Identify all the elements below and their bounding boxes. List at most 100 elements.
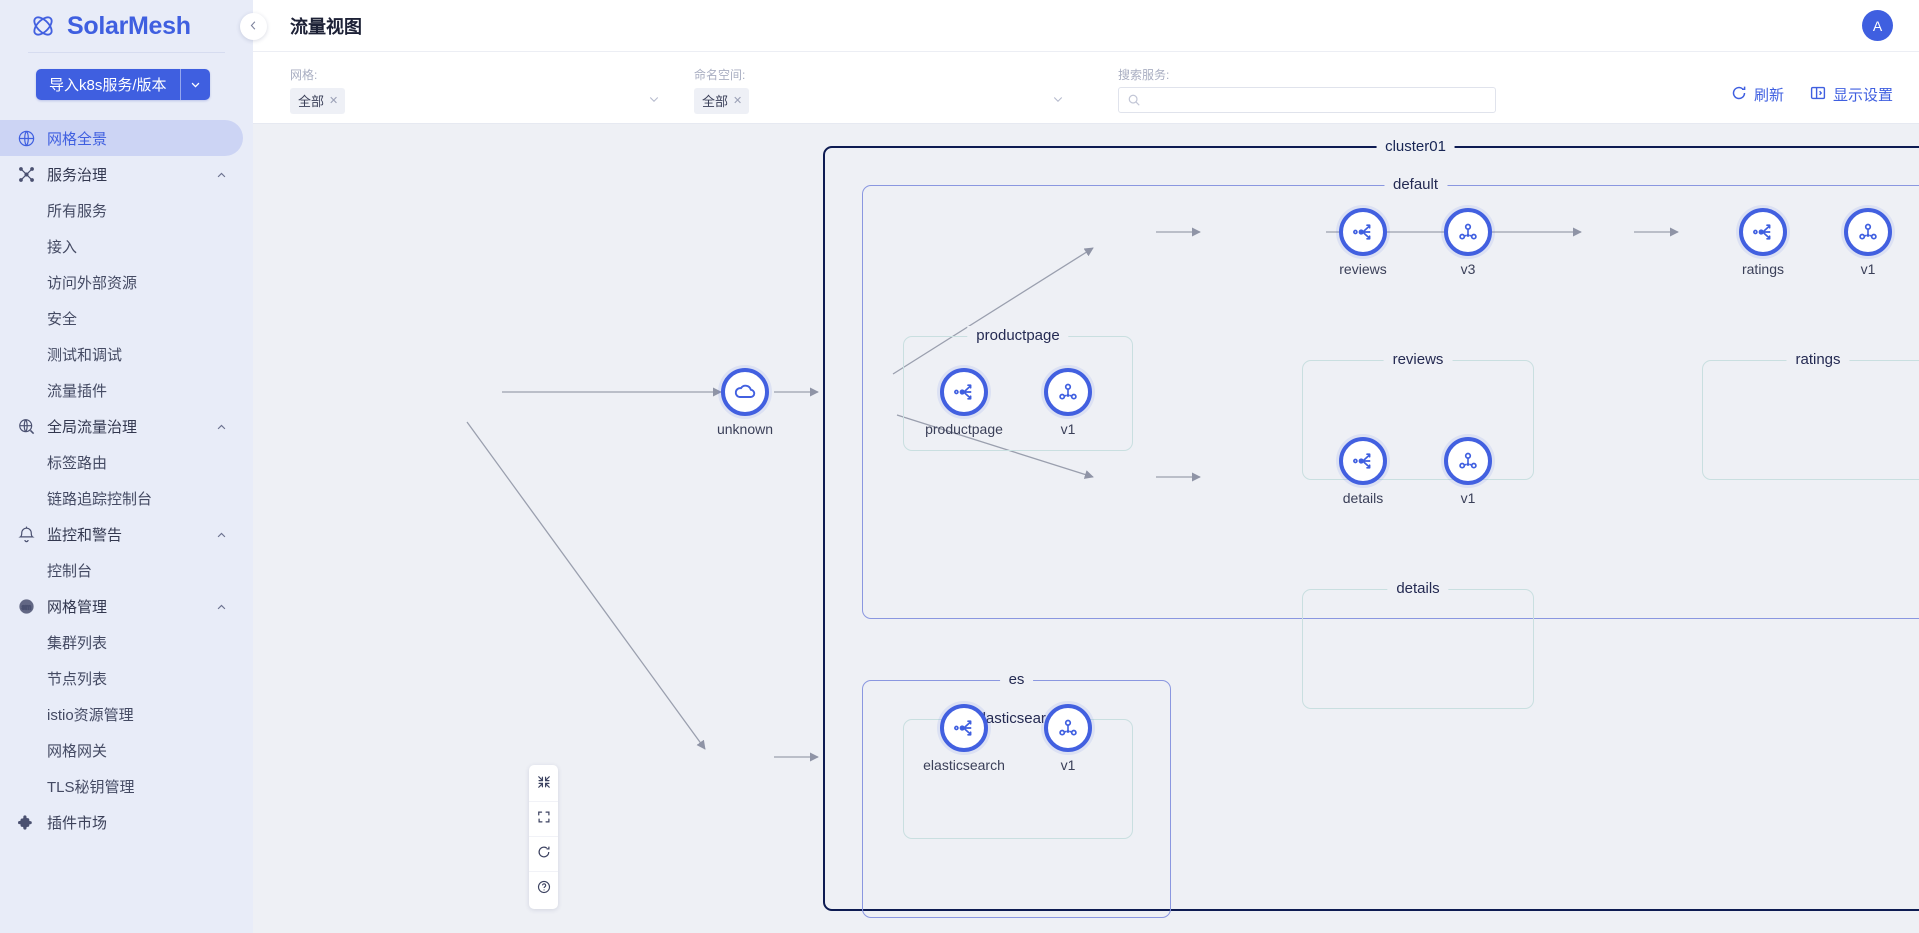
import-button-label: 导入k8s服务/版本 (49, 77, 167, 94)
node-label: elasticsearch (923, 757, 1005, 773)
sidebar-group-global-traffic[interactable]: 全局流量治理 (0, 408, 253, 444)
graph-edges (466, 227, 1679, 762)
chevron-up-icon[interactable] (216, 527, 227, 541)
node-label: productpage (925, 421, 1003, 437)
sidebar-item-label: 测试和调试 (47, 346, 123, 364)
sidebar-item-istio-resources[interactable]: istio资源管理 (0, 696, 253, 732)
sidebar-group-service-governance[interactable]: 服务治理 (0, 156, 253, 192)
namespace-box-es[interactable]: es (862, 670, 1171, 918)
refresh-button-label: 刷新 (1753, 87, 1784, 104)
sidebar-item-test-debug[interactable]: 测试和调试 (0, 336, 253, 372)
mesh-select[interactable]: 全部 ✕ (290, 87, 660, 114)
collapse-arrows-icon (537, 775, 551, 794)
namespace-box-default[interactable]: default (862, 175, 1919, 619)
display-settings-button[interactable]: 显示设置 (1810, 84, 1893, 105)
chevron-up-icon[interactable] (216, 167, 227, 181)
fullscreen-button[interactable] (529, 802, 558, 837)
page-title: 流量视图 (290, 16, 362, 37)
sidebar-item-node-list[interactable]: 节点列表 (0, 660, 253, 696)
chevron-down-icon[interactable] (648, 93, 660, 108)
search-filter-label: 搜索服务: (1118, 68, 1170, 82)
svg-text:sm: sm (22, 603, 32, 611)
topbar-right: A (1862, 10, 1893, 41)
node-circle[interactable] (1044, 368, 1092, 416)
sidebar-item-label: 标签路由 (47, 454, 108, 472)
sidebar-item-external-resources[interactable]: 访问外部资源 (0, 264, 253, 300)
node-circle[interactable] (940, 704, 988, 752)
service-box-details[interactable]: details (1302, 579, 1534, 709)
version-icon (1454, 218, 1482, 246)
fullscreen-icon (537, 810, 551, 829)
namespace-selected-value: 全部 (702, 93, 729, 109)
help-button[interactable] (529, 872, 558, 907)
search-input-wrap[interactable] (1118, 87, 1496, 113)
service-icon (950, 714, 978, 742)
mesh-selected-tag[interactable]: 全部 ✕ (290, 87, 346, 114)
sidebar-group-monitoring-alerts[interactable]: 监控和警告 (0, 516, 253, 552)
x-icon[interactable]: ✕ (329, 94, 339, 107)
avatar[interactable]: A (1862, 10, 1893, 41)
puzzle-icon (17, 813, 36, 832)
node-circle[interactable] (940, 368, 988, 416)
namespace-select[interactable]: 全部 ✕ (694, 87, 1064, 114)
chevron-down-icon[interactable] (1052, 93, 1064, 108)
sidebar-item-label: 流量插件 (47, 382, 108, 400)
sidebar-collapse-toggle[interactable] (240, 13, 267, 40)
sidebar-item-label: 网格网关 (47, 742, 108, 760)
service-box-elasticsearch[interactable]: elasticsearch (903, 709, 1133, 839)
sidebar-item-all-services[interactable]: 所有服务 (0, 192, 253, 228)
filter-bar: 网格: 全部 ✕ 命名空间: 全部 ✕ (253, 52, 1919, 124)
reload-graph-button[interactable] (529, 837, 558, 872)
node-circle[interactable] (1739, 208, 1787, 256)
sidebar-group-mesh-management[interactable]: sm 网格管理 (0, 588, 253, 624)
service-box-ratings[interactable]: ratings (1702, 350, 1919, 480)
service-box-reviews[interactable]: reviews (1302, 350, 1534, 480)
mesh-filter-label: 网格: (290, 68, 318, 82)
node-circle[interactable] (721, 368, 769, 416)
sidebar-divider (28, 52, 225, 53)
sidebar-item-security[interactable]: 安全 (0, 300, 253, 336)
cluster-box-cluster01[interactable]: cluster01 (823, 137, 1919, 911)
sidebar-item-label: 服务治理 (47, 166, 108, 184)
node-circle[interactable] (1339, 437, 1387, 485)
refresh-icon (1731, 85, 1747, 105)
sidebar-item-label: 安全 (47, 310, 78, 328)
node-circle[interactable] (1844, 208, 1892, 256)
sidebar-item-console[interactable]: 控制台 (0, 552, 253, 588)
node-circle[interactable] (1444, 437, 1492, 485)
search-input[interactable] (1147, 92, 1487, 108)
sidebar-item-tracing-console[interactable]: 链路追踪控制台 (0, 480, 253, 516)
chevron-up-icon[interactable] (216, 599, 227, 613)
service-mesh-icon (17, 165, 36, 184)
canvas-toolbar (529, 765, 558, 909)
sidebar-item-cluster-list[interactable]: 集群列表 (0, 624, 253, 660)
globe-icon (17, 129, 36, 148)
x-icon[interactable]: ✕ (733, 94, 743, 107)
node-circle[interactable] (1044, 704, 1092, 752)
service-icon (950, 378, 978, 406)
sidebar-item-label: 集群列表 (47, 634, 108, 652)
node-label: v3 (1460, 261, 1476, 277)
sidebar-item-traffic-plugins[interactable]: 流量插件 (0, 372, 253, 408)
sidebar-item-label: 网格全景 (47, 130, 108, 148)
refresh-icon (537, 845, 551, 864)
refresh-button[interactable]: 刷新 (1731, 84, 1784, 105)
sidebar-item-ingress[interactable]: 接入 (0, 228, 253, 264)
chevron-down-icon[interactable] (181, 69, 210, 100)
sidebar-item-label: 控制台 (47, 562, 93, 580)
chevron-up-icon[interactable] (216, 419, 227, 433)
node-circle[interactable] (1444, 208, 1492, 256)
sidebar-item-label-routing[interactable]: 标签路由 (0, 444, 253, 480)
namespace-selected-tag[interactable]: 全部 ✕ (694, 87, 750, 114)
sidebar-item-mesh-overview[interactable]: 网格全景 (0, 120, 243, 156)
sidebar-item-mesh-gateway[interactable]: 网格网关 (0, 732, 253, 768)
service-icon (1749, 218, 1777, 246)
node-circle[interactable] (1339, 208, 1387, 256)
import-k8s-service-button[interactable]: 导入k8s服务/版本 (36, 69, 210, 100)
fit-view-button[interactable] (529, 767, 558, 802)
service-box-productpage[interactable]: productpage (903, 326, 1133, 451)
help-circle-icon (537, 880, 551, 899)
graph-canvas[interactable]: cluster01 default productpage reviews ra… (253, 124, 1919, 933)
sidebar-item-plugin-market[interactable]: 插件市场 (0, 804, 253, 840)
sidebar-item-tls-keys[interactable]: TLS秘钥管理 (0, 768, 253, 804)
